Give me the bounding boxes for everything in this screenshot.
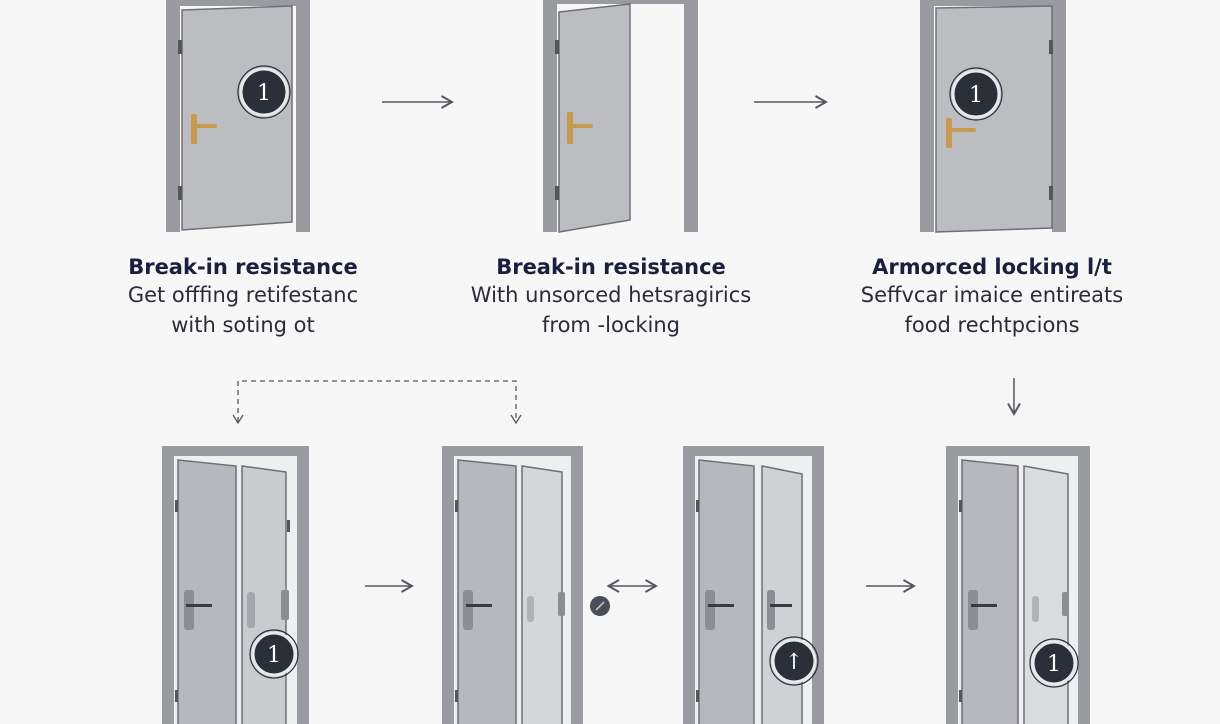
caption-1: Break-in resistance Get offfing retifest…: [63, 254, 423, 340]
caption-3-line-2: food rechtpcions: [904, 313, 1080, 337]
arrow-down-icon: [232, 414, 244, 425]
bottom-door-2: [442, 446, 583, 724]
bottom-badge-3: ↑: [769, 636, 819, 686]
caption-2: Break-in resistance With unsorced hetsra…: [431, 254, 791, 340]
dashed-connector: [237, 380, 517, 422]
bottom-badge-1: 1: [249, 629, 299, 679]
arrow-down-icon: [510, 414, 522, 425]
caption-1-line-2: with soting ot: [171, 313, 315, 337]
top-badge-1: 1: [237, 65, 291, 119]
bottom-badge-4: 1: [1029, 638, 1079, 688]
bottom-badge-4-label: 1: [1047, 652, 1061, 677]
top-door-2: [543, 0, 698, 233]
bottom-door-3: [683, 446, 824, 724]
caption-1-title: Break-in resistance: [128, 255, 358, 279]
top-badge-1-label: 1: [257, 81, 271, 106]
caption-2-line-1: With unsorced hetsragirics: [470, 283, 752, 307]
caption-3-title: Armorced locking l/t: [872, 255, 1112, 279]
top-door-3: [920, 0, 1066, 233]
bottom-door-1: [162, 446, 309, 724]
caption-3-line-1: Seffvcar imaice entireats: [860, 283, 1124, 307]
caption-3: Armorced locking l/t Seffvcar imaice ent…: [812, 254, 1172, 340]
bottom-badge-3-label: ↑: [785, 650, 803, 675]
caption-2-title: Break-in resistance: [496, 255, 726, 279]
top-badge-3: 1: [949, 67, 1003, 121]
caption-2-line-2: from -locking: [542, 313, 680, 337]
lock-dial-icon: [590, 596, 610, 616]
top-badge-3-label: 1: [969, 83, 983, 108]
bottom-badge-1-label: 1: [267, 643, 281, 668]
top-door-1: [166, 0, 310, 232]
caption-1-line-1: Get offfing retifestanc: [127, 283, 359, 307]
